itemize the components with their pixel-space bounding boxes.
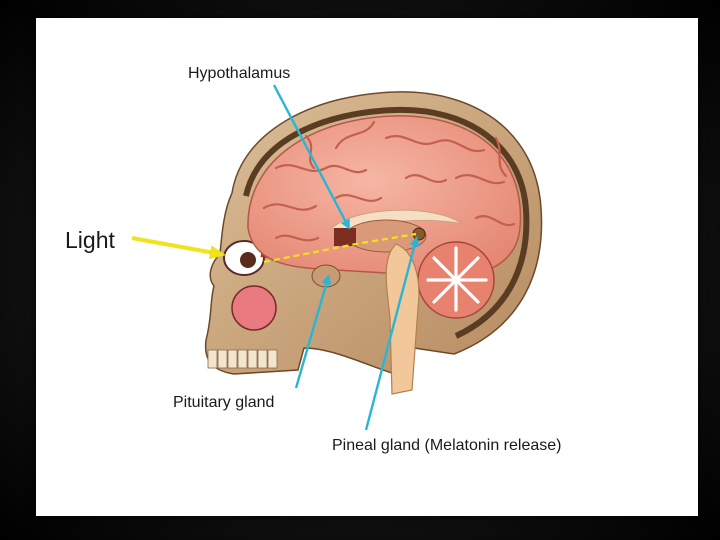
light-arrow — [132, 238, 220, 254]
pineal-gland-label: Pineal gland (Melatonin release) — [332, 437, 561, 455]
teeth — [208, 350, 277, 368]
pituitary-gland-label: Pituitary gland — [173, 394, 274, 412]
nasal-cavity — [232, 286, 276, 330]
hypothalamus-label: Hypothalamus — [188, 65, 290, 83]
light-label: Light — [65, 227, 115, 254]
hypothalamus-region — [334, 228, 356, 246]
brainstem — [386, 244, 419, 394]
slide: Hypothalamus Light Pituitary gland Pinea… — [36, 18, 698, 516]
cerebellum — [418, 242, 494, 318]
